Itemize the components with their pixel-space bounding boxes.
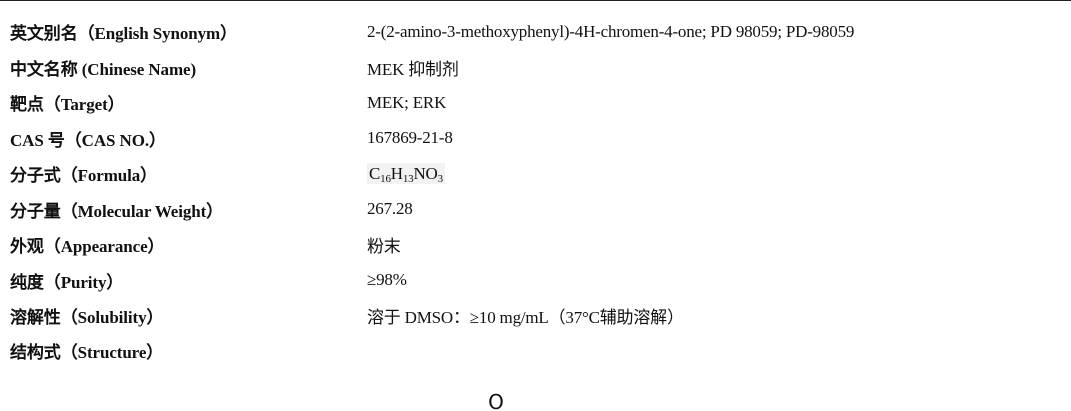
spec-label: 溶解性（Solubility） (10, 308, 164, 328)
spec-row-target: 靶点（Target） MEK; ERK (10, 85, 1071, 121)
spec-label: 结构式（Structure） (10, 342, 164, 362)
formula-subscript: 3 (437, 173, 444, 186)
spec-label: 中文名称 (Chinese Name) (10, 59, 197, 79)
spec-value: 267.28 (367, 199, 413, 219)
spec-row-english-synonym: 英文别名（English Synonym） 2-(2-amino-3-metho… (10, 14, 1071, 50)
spec-row-appearance: 外观（Appearance） 粉末 (10, 227, 1071, 263)
spec-row-cas-number: CAS 号（CAS NO.） 167869-21-8 (10, 121, 1071, 157)
spec-value: 粉末 (367, 237, 401, 257)
structure-atom-label: O (488, 391, 504, 411)
structure-image-area: O (0, 382, 1071, 411)
spec-value: 2-(2-amino-3-methoxyphenyl)-4H-chromen-4… (367, 21, 855, 41)
formula-element: H (390, 164, 403, 184)
formula-element: NO (413, 164, 438, 184)
spec-row-molecular-weight: 分子量（Molecular Weight） 267.28 (10, 192, 1071, 228)
spec-label: 分子式（Formula） (10, 166, 158, 186)
spec-label: 分子量（Molecular Weight） (10, 201, 224, 221)
spec-label: 英文别名（English Synonym） (10, 24, 237, 44)
spec-row-solubility: 溶解性（Solubility） 溶于 DMSO：≥10 mg/mL（37°C辅助… (10, 298, 1071, 334)
spec-value: MEK; ERK (367, 92, 447, 112)
chemical-structure-image: O (488, 391, 504, 411)
spec-value-formula: C16H13NO3 (367, 163, 445, 186)
molecular-formula: C16H13NO3 (367, 163, 445, 186)
formula-element: C (369, 164, 381, 184)
spec-row-chinese-name: 中文名称 (Chinese Name) MEK 抑制剂 (10, 50, 1071, 86)
spec-value: MEK 抑制剂 (367, 59, 459, 79)
spec-label: 纯度（Purity） (10, 272, 124, 292)
spec-row-formula: 分子式（Formula） C16H13NO3 (10, 156, 1071, 192)
spec-label: 外观（Appearance） (10, 237, 165, 257)
formula-subscript: 13 (402, 173, 414, 186)
spec-value: 167869-21-8 (367, 128, 453, 148)
spec-label: 靶点（Target） (10, 95, 125, 115)
top-border-rule (0, 0, 1071, 1)
spec-value: ≥98% (367, 270, 407, 290)
spec-label: CAS 号（CAS NO.） (10, 130, 166, 150)
spec-row-purity: 纯度（Purity） ≥98% (10, 263, 1071, 299)
spec-row-structure: 结构式（Structure） (10, 334, 1071, 364)
spec-value: 溶于 DMSO：≥10 mg/mL（37°C辅助溶解） (367, 308, 684, 328)
formula-subscript: 16 (380, 173, 391, 186)
product-spec-table: 英文别名（English Synonym） 2-(2-amino-3-metho… (10, 14, 1071, 364)
